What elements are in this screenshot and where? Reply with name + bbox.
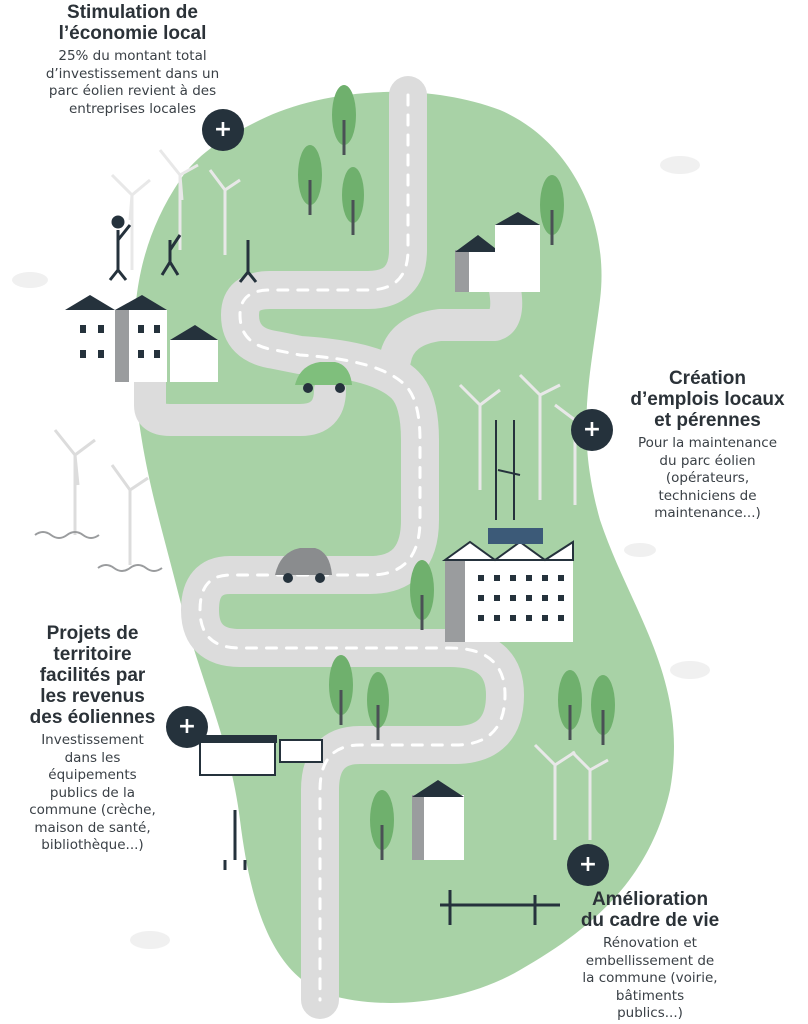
title-line: Projets de xyxy=(46,623,139,644)
title-line: Création xyxy=(668,368,747,389)
text-line: du parc éolien xyxy=(659,452,756,469)
text-line: publics...) xyxy=(617,1005,683,1021)
buildings xyxy=(65,212,574,860)
clouds xyxy=(12,156,710,949)
text-line: entreprises locales xyxy=(68,100,197,117)
text-line: embellissement de xyxy=(585,952,715,969)
expand-quality-of-life-button[interactable]: + xyxy=(567,844,609,886)
text-line: 25% du montant total xyxy=(58,48,207,64)
title-line: Stimulation de xyxy=(67,2,198,23)
text-line: bâtiments xyxy=(615,987,685,1004)
title-line: des éoliennes xyxy=(29,707,156,728)
text-line: dans les xyxy=(64,749,121,766)
text-line: techniciens de xyxy=(658,487,757,504)
text-line: d’investissement dans un xyxy=(45,65,220,82)
title-line: d’emplois locaux xyxy=(630,389,785,410)
text-line: maintenance...) xyxy=(654,505,761,521)
text-line: la commune (voirie, xyxy=(582,970,718,986)
text-line: équipements xyxy=(48,767,137,783)
text-line: Pour la maintenance xyxy=(637,435,778,451)
text-line: publics de la xyxy=(49,784,136,801)
expand-local-economy-button[interactable]: + xyxy=(202,109,244,151)
title-line: les revenus xyxy=(40,686,145,707)
text-line: bibliothèque...) xyxy=(41,837,144,853)
text-line: Investissement xyxy=(41,732,144,748)
title-line: du cadre de vie xyxy=(580,910,720,931)
text-line: maison de santé, xyxy=(34,819,151,836)
expand-territory-projects-button[interactable]: + xyxy=(166,706,208,748)
text-line: (opérateurs, xyxy=(665,470,750,486)
title-line: et pérennes xyxy=(654,410,761,431)
expand-local-jobs-button[interactable]: + xyxy=(571,409,613,451)
road xyxy=(134,76,524,1019)
title-line: facilités par xyxy=(39,665,146,686)
title-line: Amélioration xyxy=(591,889,709,910)
people xyxy=(108,215,560,925)
trees xyxy=(298,85,615,860)
text-line: parc éolien revient à des xyxy=(48,83,217,99)
text-line: commune (crèche, xyxy=(29,802,156,818)
title-line: territoire xyxy=(53,644,132,665)
wind-turbines xyxy=(34,149,609,840)
text-line: Rénovation et xyxy=(603,935,697,951)
title-line: l’économie local xyxy=(58,23,207,44)
cars xyxy=(275,362,352,583)
